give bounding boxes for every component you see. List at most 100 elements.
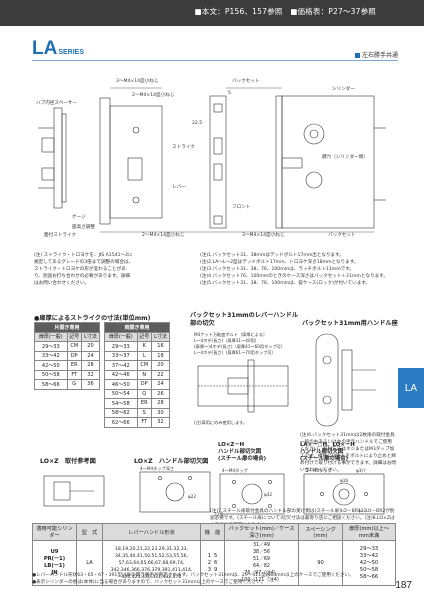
cutout-note-2: L～4ホデ(長さ)（扉厚31～40用） (194, 337, 259, 344)
label-dim-depth-b: 3～M4×14皿小ねじ (242, 231, 285, 238)
label-front2: 鍵穴（シリンダー側） (322, 153, 368, 160)
cell: DP (136, 379, 152, 390)
strike-double-h3: L寸法 (150, 331, 171, 342)
spec-thickness: 29～33 33～42 42～50 50～58 58～66 (342, 540, 396, 586)
cell: FT (66, 369, 82, 380)
hole-label-8: φ32 (358, 508, 366, 513)
cyl-4: JN (51, 570, 58, 576)
strike-side-view (53, 107, 63, 209)
lock-drawing-top: 3～M4×14皿小ねじ バックセット シリンダー 鍵穴（シリンダー側） ゲージ … (36, 77, 386, 238)
cell: L (136, 350, 152, 361)
lo-z2-title: LO×Z ハンドル部切欠図 (134, 458, 209, 465)
cell: 37～42 (104, 360, 138, 371)
cutout-note-1: M4ナット万能皿ボルト（扉厚による） (194, 331, 267, 338)
strike-single-h2: 記号 (66, 331, 82, 342)
cell: 36 (80, 379, 101, 390)
cell: 42～50 (34, 360, 68, 371)
cyl-3: LB(ー1) (44, 563, 65, 569)
lock-case-side (281, 95, 375, 229)
note-right-1: (注)1.バックセット31、38mmはデッドボルト17mm出となります。 (200, 253, 344, 258)
backset-6: 100／121（注4） (241, 578, 282, 583)
strike-single-h3: L寸法 (80, 331, 101, 342)
note-right-5: (注)5.バックセット31、38、76、100mmは、錠ケース(ロック)が付いて… (200, 281, 371, 286)
series-name: LA (32, 38, 58, 59)
spec-cylinders: U9 PR(ー1) LB(ー1) JN (32, 540, 77, 586)
label-bath: ハブ内径スペーサー (36, 99, 77, 106)
lo-h-title: LO×Z－H ハンドル部切欠図 (スチール扉の場合) (218, 442, 266, 463)
cell: 20 (150, 360, 171, 371)
cell: Q (136, 388, 152, 399)
hole-label-1: 4～M4タップ深さ (140, 465, 174, 472)
cell: 18 (150, 350, 171, 361)
hole-label-3: φ32 (264, 492, 272, 497)
cell: 32 (80, 369, 101, 380)
cell: 20 (80, 341, 101, 352)
thickness-3: 42～50 (359, 559, 379, 566)
cell: 32 (150, 417, 171, 428)
lock-front-plate (99, 97, 111, 225)
header-bar: ■本文：P156、157参照 ■価格表：P27～37参照 (0, 0, 424, 26)
cell: 30 (150, 407, 171, 418)
cell: 26 (150, 388, 171, 399)
cell: 58～62 (104, 407, 138, 418)
backset-3: 51／69 (252, 557, 270, 562)
thickness-5: 58～66 (359, 573, 379, 580)
shared-label-text: 左右勝手共通 (361, 52, 398, 59)
label-front: フロント (232, 204, 250, 210)
label-face: 5 (228, 90, 231, 96)
cell: 33～37 (104, 350, 138, 361)
page-number: 187 (395, 580, 412, 591)
cell: 22 (150, 369, 171, 380)
cell: CM (66, 341, 82, 352)
series-suffix: SERIES (58, 49, 85, 56)
cell: 58～66 (34, 379, 68, 390)
hole-label-6: φ3穴 (356, 467, 366, 474)
cell: 28 (150, 398, 171, 409)
note-strike-text: (注) ストライク・トロヨケを、JIS A1541～2に規定してあるグレードの3… (34, 253, 134, 286)
cutout-31-drawing: M4ナット万能皿ボルト（扉厚による） L～4ホデ(長さ)（扉厚31～40用） (… (194, 331, 289, 426)
lock-case-front (209, 95, 227, 229)
label-set: バックセット (328, 232, 356, 238)
spec-h-spacing: スペーシング(mm) (298, 523, 343, 541)
spec-h-backset: バックセット(mm)／ケース深さ(mm) (224, 523, 299, 541)
cell: 16 (150, 341, 171, 352)
backset-1: 31／49 (252, 543, 270, 548)
cutout-note-4: L～4ホデ(長さ)（扉厚61～70用タップ可） (194, 349, 276, 356)
spec-h-thickness: 扉厚(mm)以上～mm未満 (342, 523, 396, 541)
backset-4: 64／82 (252, 564, 270, 569)
bs31-note: (注)6.バックセット31mmは2枚扉の取付金具一般の右あるいは左の手元ハンドル… (300, 432, 396, 474)
lo-h-cutout-drawing: 4～M4タップ φ32 22.5 (214, 467, 285, 517)
thickness-2: 33～42 (359, 552, 379, 559)
note-strike: (注) ストライク・トロヨケを、JIS A1541～2に規定してあるグレードの3… (34, 252, 134, 287)
lo-h-title-text: LO×Z－H ハンドル部切欠図 (スチール扉の場合) (218, 442, 267, 462)
spec-handles: 18,19,20,21,22,23,29,31,32,33, 34,35,40,… (102, 540, 201, 586)
label-cylinder: シリンダー (332, 85, 355, 92)
header-refs: ■本文：P156、157参照 ■価格表：P27～37参照 (194, 7, 376, 16)
hole-label-9: φ16 (340, 478, 348, 483)
spec-spacing: 90 (298, 540, 343, 586)
hole-label-2: φ22 (188, 494, 196, 499)
note-right-3: (注)3.バックセット31、38、76、100mmは、ラッチボルト11mmです。 (200, 267, 355, 272)
handle-line-5: 420,421,430,431,432,472 (121, 574, 182, 580)
backset-5: 76／97（注4） (244, 571, 279, 576)
hole-label-7: 2～M4タップ (306, 467, 333, 474)
notes-right: (注)1.バックセット31、38mmはデッドボルト17mm出となります。 (注)… (200, 252, 390, 287)
hole-label-4: 4～M4タップ (222, 467, 249, 474)
cyl-2: PR(ー1) (43, 556, 66, 562)
cell: N (136, 369, 152, 380)
side-tab[interactable]: LA (398, 368, 424, 408)
cutout-note-5: (注)扉用にのみ使用します。 (194, 419, 247, 426)
thickness-4: 50～58 (359, 566, 379, 573)
spec-backsets: 31／49 38／56 51／69 64／82 76／97（注4） 100／12… (224, 540, 299, 586)
strike-double-title: 両開き専用 (104, 322, 170, 333)
footnote-1: ●レバーハンドル形状63・65・67・391型は扉の開き勝手が限定されます。バッ… (32, 573, 354, 578)
